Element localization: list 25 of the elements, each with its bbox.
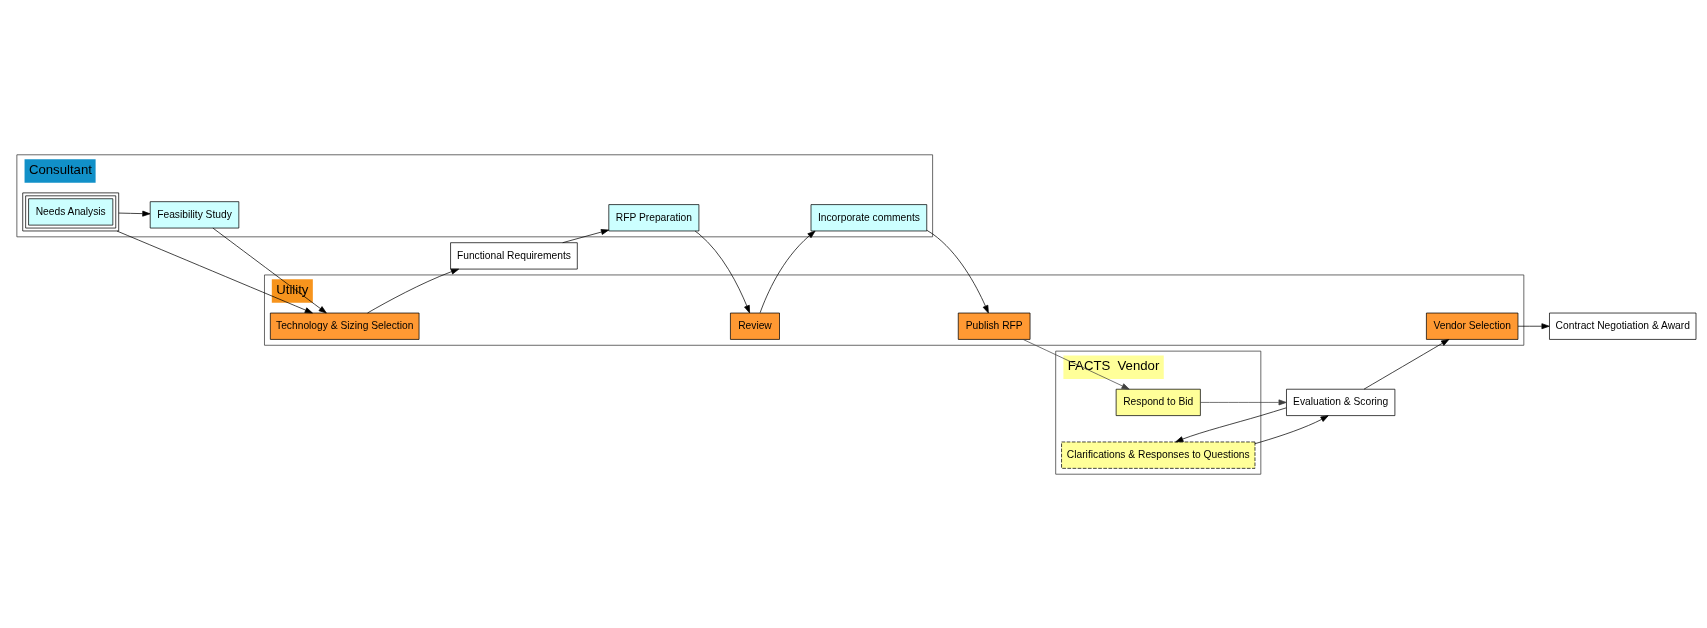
arrow xyxy=(118,210,151,217)
node-box: Review xyxy=(730,312,780,340)
arrow xyxy=(694,230,750,313)
arrow xyxy=(759,230,816,313)
node-box: Feasibility Study xyxy=(149,200,240,228)
arrow xyxy=(1254,414,1329,444)
node-box: Clarifications & Responses to Questions xyxy=(1061,441,1256,469)
node-box: Publish RFP xyxy=(957,312,1031,340)
arrow xyxy=(1200,399,1287,405)
arrow xyxy=(1022,338,1130,390)
node-box: Evaluation & Scoring xyxy=(1286,388,1396,416)
node-box: Respond to Bid xyxy=(1115,388,1201,416)
arrow xyxy=(212,227,327,313)
arrow xyxy=(1175,406,1287,442)
node-box: RFP Preparation xyxy=(608,203,700,231)
arrow xyxy=(562,228,610,243)
arrow xyxy=(1517,322,1550,329)
arrow xyxy=(926,229,989,313)
node-box: Vendor Selection xyxy=(1426,312,1519,340)
node-box: Contract Negotiation & Award xyxy=(1549,312,1697,340)
arrow xyxy=(1363,338,1450,389)
node-box: Technology & Sizing Selection xyxy=(269,312,420,340)
node-box: Incorporate comments xyxy=(810,203,928,231)
arrow xyxy=(367,268,459,313)
node-box: Functional Requirements xyxy=(450,241,578,269)
